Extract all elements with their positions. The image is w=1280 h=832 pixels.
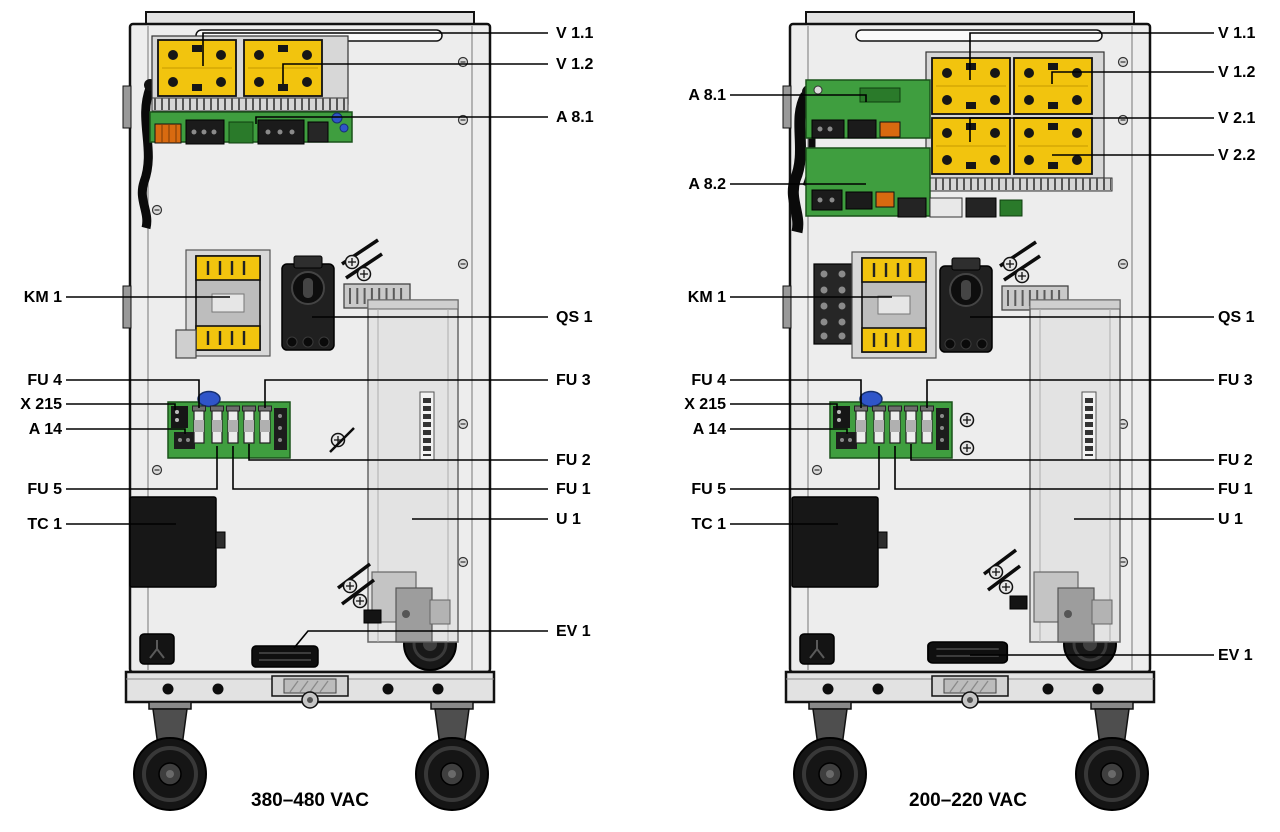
label-a81: A 8.1 bbox=[688, 87, 726, 104]
callout-fu1 bbox=[232, 446, 548, 490]
switch-qs1 bbox=[281, 255, 335, 351]
wire-mid bbox=[329, 427, 355, 453]
label-a81: A 8.1 bbox=[556, 109, 594, 126]
callout-fu2 bbox=[248, 444, 548, 461]
label-fu5: FU 5 bbox=[27, 481, 62, 498]
transformer-tab bbox=[877, 531, 888, 549]
left-labels: V 1.1 V 1.2 A 8.1 QS 1 FU 3 FU 2 FU 1 U … bbox=[20, 25, 594, 640]
board-a81 bbox=[149, 111, 353, 145]
label-km1: KM 1 bbox=[24, 289, 62, 306]
callout-fu4 bbox=[66, 379, 200, 408]
callout-fu3 bbox=[926, 379, 1214, 408]
left-caption: 380–480 VAC bbox=[251, 790, 369, 811]
terminal-stack bbox=[813, 263, 853, 345]
callout-ev1 bbox=[293, 630, 548, 649]
callout-x215 bbox=[66, 403, 176, 410]
contactor-km1 bbox=[184, 248, 272, 358]
screw-mid-2 bbox=[959, 440, 975, 456]
callout-v11 bbox=[969, 32, 1214, 80]
callout-a14 bbox=[730, 428, 848, 434]
callout-fu2 bbox=[910, 444, 1214, 461]
transformer-tc1 bbox=[791, 496, 879, 588]
right-cabinet-components bbox=[787, 51, 1120, 665]
board-a81 bbox=[805, 79, 931, 139]
switch-qs1 bbox=[939, 257, 993, 353]
label-fu4: FU 4 bbox=[27, 372, 62, 389]
left-callout-lines bbox=[66, 32, 548, 649]
label-tc1: TC 1 bbox=[691, 516, 726, 533]
label-a82: A 8.2 bbox=[688, 176, 726, 193]
label-fu1: FU 1 bbox=[1218, 481, 1253, 498]
label-qs1: QS 1 bbox=[556, 309, 593, 326]
callout-v21 bbox=[969, 117, 1214, 142]
module-v12 bbox=[1013, 57, 1093, 115]
label-fu2: FU 2 bbox=[556, 452, 591, 469]
label-ev1: EV 1 bbox=[1218, 647, 1253, 664]
label-fu3: FU 3 bbox=[1218, 372, 1253, 389]
transformer-tc1 bbox=[129, 496, 217, 588]
screw-mid-1 bbox=[959, 412, 975, 428]
module-v22 bbox=[1013, 117, 1093, 175]
label-v21: V 2.1 bbox=[1218, 110, 1255, 127]
module-v11 bbox=[931, 57, 1011, 115]
label-x215: X 215 bbox=[20, 396, 62, 413]
heatsink bbox=[151, 97, 349, 112]
callout-v12 bbox=[1051, 71, 1214, 84]
label-x215: X 215 bbox=[684, 396, 726, 413]
vent-ev1 bbox=[926, 640, 1009, 665]
right-callout-lines bbox=[730, 32, 1214, 656]
vent-ev1 bbox=[251, 645, 319, 668]
callout-fu5 bbox=[730, 446, 880, 490]
module-v21 bbox=[931, 117, 1011, 175]
contactor-bracket bbox=[175, 329, 197, 359]
cable-bundle bbox=[787, 92, 811, 234]
module-v11 bbox=[157, 39, 237, 97]
label-v11: V 1.1 bbox=[1218, 25, 1255, 42]
left-cabinet-components bbox=[129, 35, 458, 668]
drive-u1 bbox=[368, 300, 458, 642]
drive-u1 bbox=[1030, 300, 1120, 642]
terminal-row-under-boards bbox=[897, 197, 1023, 218]
label-qs1: QS 1 bbox=[1218, 309, 1255, 326]
callout-x215 bbox=[730, 403, 838, 410]
callout-a81 bbox=[730, 94, 867, 102]
label-a14: A 14 bbox=[693, 421, 726, 438]
right-caption: 200–220 VAC bbox=[909, 790, 1027, 811]
label-tc1: TC 1 bbox=[27, 516, 62, 533]
callout-a81 bbox=[255, 116, 548, 124]
fuse-board-a14 bbox=[168, 392, 290, 459]
label-v11: V 1.1 bbox=[556, 25, 593, 42]
label-fu5: FU 5 bbox=[691, 481, 726, 498]
callout-v11 bbox=[202, 32, 548, 66]
callout-a14 bbox=[66, 428, 186, 434]
callout-fu3 bbox=[264, 379, 548, 408]
right-labels: V 1.1 V 1.2 V 2.1 V 2.2 QS 1 FU 3 FU 2 F… bbox=[684, 25, 1255, 664]
label-fu4: FU 4 bbox=[691, 372, 726, 389]
callout-fu1 bbox=[894, 446, 1214, 490]
label-ev1: EV 1 bbox=[556, 623, 591, 640]
label-v12: V 1.2 bbox=[1218, 64, 1255, 81]
contactor-km1 bbox=[850, 250, 938, 360]
label-v22: V 2.2 bbox=[1218, 147, 1255, 164]
label-fu2: FU 2 bbox=[1218, 452, 1253, 469]
label-a14: A 14 bbox=[29, 421, 62, 438]
label-u1: U 1 bbox=[1218, 511, 1243, 528]
transformer-tab bbox=[215, 531, 226, 549]
label-km1: KM 1 bbox=[688, 289, 726, 306]
fuse-board-a14 bbox=[830, 392, 952, 459]
label-fu1: FU 1 bbox=[556, 481, 591, 498]
label-v12: V 1.2 bbox=[556, 56, 593, 73]
label-fu3: FU 3 bbox=[556, 372, 591, 389]
cable-bundle bbox=[137, 86, 155, 230]
callout-fu5 bbox=[66, 446, 218, 490]
callout-v12 bbox=[282, 63, 548, 84]
callout-fu4 bbox=[730, 379, 862, 408]
label-u1: U 1 bbox=[556, 511, 581, 528]
